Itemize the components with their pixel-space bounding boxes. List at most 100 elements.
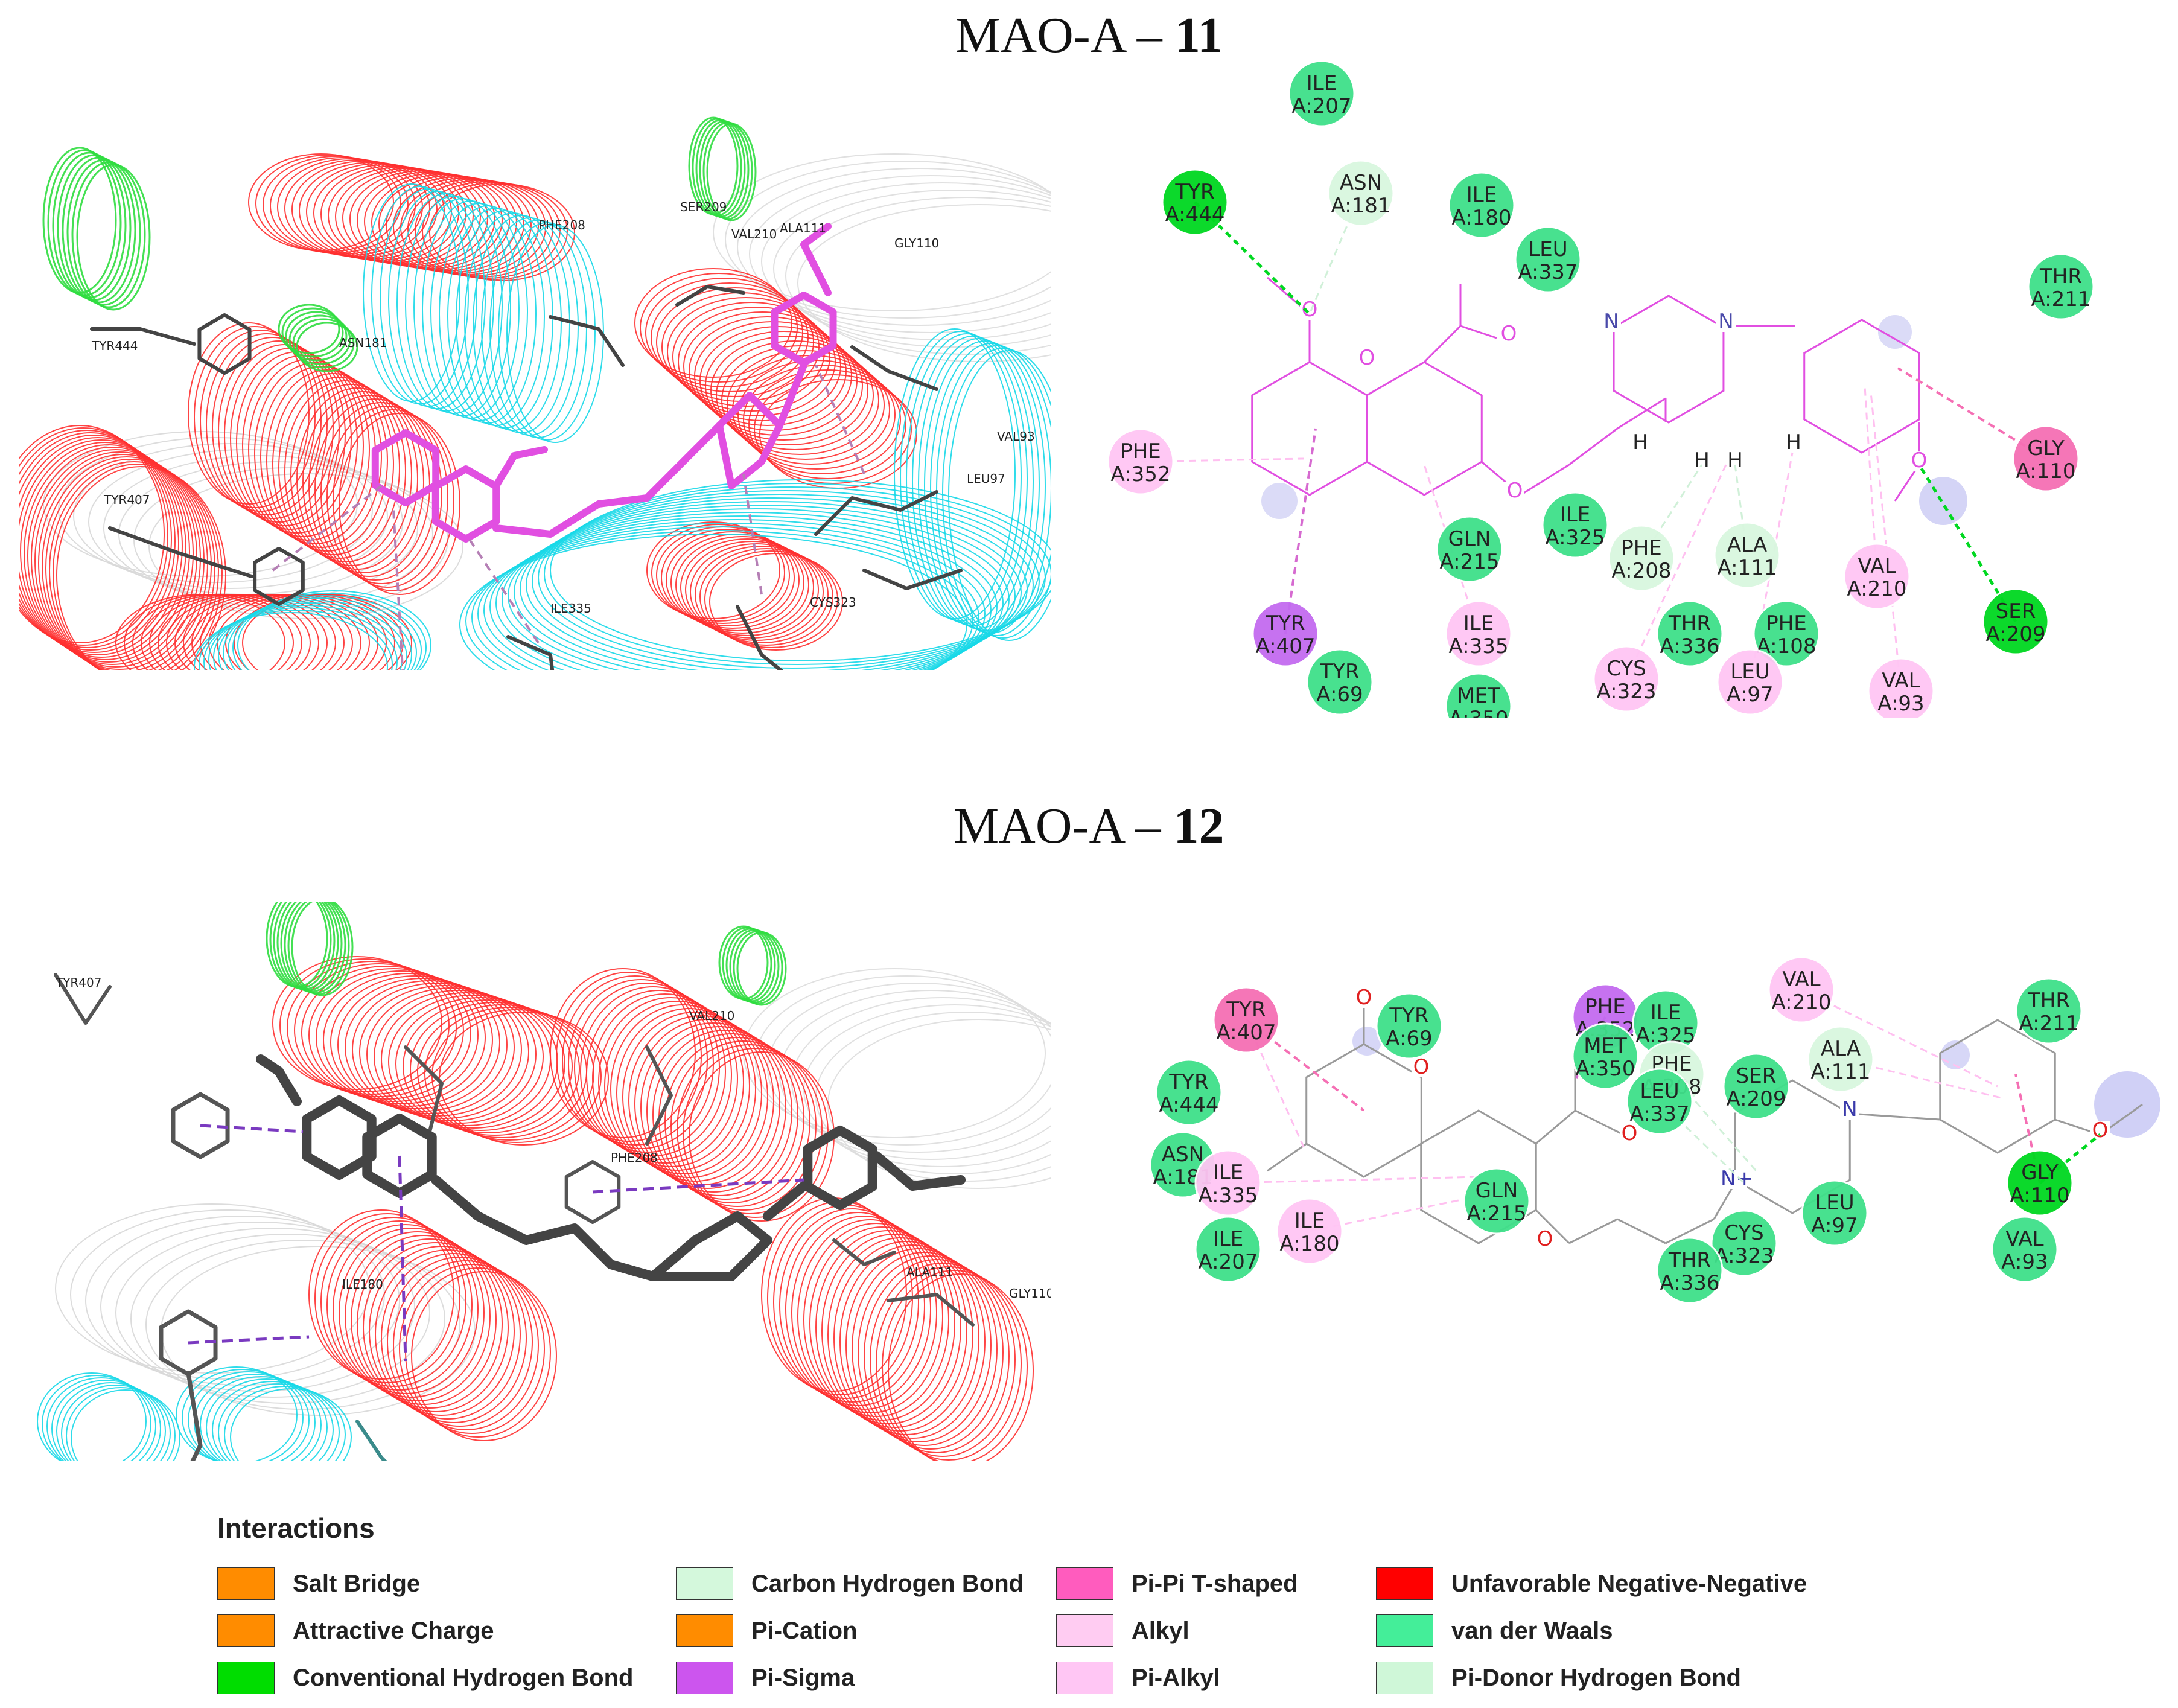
helix-ribbon-line: [272, 956, 442, 1090]
helix-ribbon-line: [19, 439, 186, 658]
helix-ribbon-line: [797, 204, 1051, 362]
atom-label-bg: [1631, 433, 1650, 453]
helix-ribbon-line: [357, 1238, 503, 1409]
ligand-bond: [1460, 325, 1497, 339]
residue-3d-label: ILE180: [342, 1277, 383, 1292]
residue-id: A:93: [2001, 1250, 2048, 1274]
helix-ribbon-line: [447, 208, 545, 426]
helix-ribbon-line: [42, 456, 212, 670]
helix-ribbon-line: [388, 995, 558, 1129]
helix-ribbon-line: [281, 307, 344, 358]
atom-label: H: [1786, 430, 1801, 454]
helix-ribbon-line: [351, 1235, 497, 1405]
helix-ribbon-line: [699, 548, 833, 646]
helix-ribbon-line: [604, 1001, 750, 1171]
ligand-exposure-glow: [1261, 483, 1298, 519]
helix-ribbon-line: [76, 164, 151, 311]
residue-id: A:69: [1386, 1027, 1432, 1051]
helix-ribbon-line: [675, 536, 809, 634]
residue-circle: [1448, 171, 1515, 239]
residue-name: LEU: [1640, 1079, 1679, 1103]
helix-ribbon-line: [51, 1380, 161, 1461]
helix-ribbon-line: [616, 1008, 762, 1178]
residue-name: THR: [1668, 611, 1711, 636]
residue-3d-label: SER209: [680, 200, 727, 214]
helix-ribbon-line: [870, 1263, 1016, 1457]
helix-ribbon-line: [296, 322, 358, 372]
residue-id: A:337: [1518, 260, 1578, 284]
helix-ribbon-line: [411, 1271, 557, 1441]
helix-ribbon-line: [748, 369, 906, 479]
helix-ribbon-line: [803, 1004, 1051, 1174]
residue-id: A:209: [1985, 622, 2045, 646]
helix-ribbon-line: [508, 505, 1016, 670]
residue-circle: [1867, 657, 1935, 718]
atom-label: O: [1507, 479, 1523, 503]
ligand-bond: [1617, 397, 1666, 430]
helix-ribbon-line: [622, 1012, 768, 1182]
ligand-bond: [1535, 1109, 1576, 1145]
ligand-coumarin-ring-b: [431, 465, 500, 543]
helix-ribbon-line: [71, 161, 146, 308]
helix-ribbon-line: [200, 1376, 322, 1461]
helix-ribbon-line: [429, 183, 575, 281]
panel-2-2d-diagram: OOOOONN+TYRA:407TYRA:69PHEA:352ILEA:325V…: [1062, 821, 2173, 1497]
helix-ribbon-line: [526, 494, 1034, 670]
ligand-butoxy-chain: [431, 1175, 658, 1281]
residue-id: A:337: [1629, 1102, 1689, 1126]
legend-item: van der Waals: [1376, 1613, 1613, 1648]
helix-ribbon-line: [369, 1246, 515, 1416]
residue-stick-phe208: [549, 315, 625, 367]
helix-ribbon-line: [278, 304, 340, 354]
helix-ribbon-line: [37, 1372, 147, 1461]
helix-ribbon-line: [716, 340, 874, 450]
legend-label: van der Waals: [1451, 1617, 1613, 1644]
helix-ribbon-line: [237, 590, 431, 670]
helix-ribbon-line: [489, 220, 587, 438]
helix-ribbon-line: [56, 1382, 166, 1461]
atom-label: O: [1622, 1121, 1638, 1146]
residue-id: A:97: [1727, 683, 1773, 707]
helix-ribbon-line: [876, 1266, 1022, 1461]
residue-name: ILE: [1294, 1209, 1325, 1233]
residue-stick-cys323: [736, 605, 784, 670]
residue-id: A:181: [1331, 194, 1390, 218]
residue-3d-label: LEU97: [967, 471, 1005, 486]
helix-ribbon-line: [610, 1004, 756, 1174]
helix-ribbon-line: [212, 1381, 334, 1461]
residue-id: A:407: [1255, 634, 1315, 658]
helix-ribbon-line: [710, 336, 868, 445]
helix-ribbon-line: [374, 990, 544, 1124]
helix-ribbon-line: [721, 345, 879, 455]
helix-ribbon-line: [287, 961, 457, 1095]
residue-name: GLY: [2027, 436, 2065, 460]
helix-ribbon-line: [224, 1386, 346, 1461]
ligand-exposure-glow: [2094, 1071, 2160, 1138]
ligand-exposure-glow: [1919, 477, 1967, 525]
helix-ribbon-line: [371, 186, 469, 404]
legend-label: Pi-Pi T-shaped: [1132, 1570, 1298, 1597]
residue-name: ILE: [1213, 1161, 1243, 1185]
ligand-exposure-glow: [1878, 315, 1912, 349]
helix-ribbon-line: [743, 365, 901, 474]
ligand-phenyl: [1939, 1019, 2056, 1154]
residue-circle: [2015, 977, 2083, 1045]
residue-circle: [1807, 1025, 1874, 1093]
helix-ribbon-line: [651, 524, 785, 622]
helix-ribbon-line: [403, 999, 573, 1133]
helix-ribbon-line: [375, 1249, 521, 1420]
interaction-dash: [398, 1155, 407, 1362]
residue-id: A:444: [1159, 1093, 1218, 1117]
